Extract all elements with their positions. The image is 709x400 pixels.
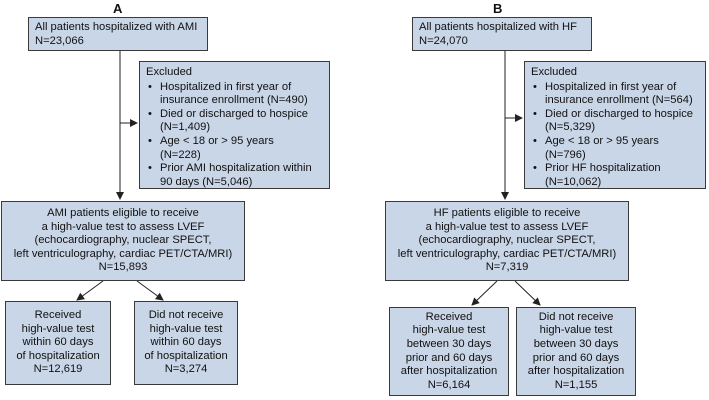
excluded-b-item: Age < 18 or > 95 years (N=796) bbox=[533, 135, 699, 162]
received-a-box: Received high-value test within 60 days … bbox=[5, 301, 111, 385]
eligible-b-box: HF patients eligible to receive a high-v… bbox=[385, 201, 629, 281]
all-ami-patients-count: N=23,066 bbox=[35, 34, 84, 47]
all-ami-patients-label: All patients hospitalized with AMI bbox=[35, 21, 198, 33]
panel-label-b: B bbox=[493, 1, 503, 16]
all-hf-patients-count: N=24,070 bbox=[419, 34, 468, 47]
arrow-b-not-received bbox=[514, 280, 541, 306]
excluded-a-item: Age < 18 or > 95 years (N=228) bbox=[148, 135, 323, 162]
excluded-b-item: Prior HF hospitalization (N=10,062) bbox=[533, 162, 699, 189]
excluded-a-item: Prior AMI hospitalization within 90 days… bbox=[148, 162, 323, 189]
excluded-a-list: Hospitalized in first year of insurance … bbox=[146, 81, 323, 190]
excluded-b-heading: Excluded bbox=[531, 66, 578, 78]
excluded-b-box: Excluded Hospitalized in first year of i… bbox=[524, 61, 706, 189]
not-received-a-box: Did not receive high-value test within 6… bbox=[134, 301, 238, 385]
arrow-a-not-received bbox=[136, 280, 164, 301]
excluded-a-item: Hospitalized in first year of insurance … bbox=[148, 81, 323, 108]
eligible-a-box: AMI patients eligible to receive a high-… bbox=[1, 201, 245, 281]
excluded-b-item: Died or discharged to hospice (N=5,329) bbox=[533, 108, 699, 135]
excluded-b-list: Hospitalized in first year of insurance … bbox=[531, 81, 699, 190]
excluded-a-heading: Excluded bbox=[146, 66, 193, 78]
excluded-a-item: Died or discharged to hospice (N=1,409) bbox=[148, 108, 323, 135]
not-received-b-box: Did not receive high-value test between … bbox=[516, 307, 636, 396]
excluded-a-box: Excluded Hospitalized in first year of i… bbox=[139, 61, 330, 189]
arrow-b-received bbox=[471, 280, 498, 306]
received-b-box: Received high-value test between 30 days… bbox=[389, 307, 509, 396]
panel-label-a: A bbox=[113, 1, 123, 16]
excluded-b-item: Hospitalized in first year of insurance … bbox=[533, 81, 699, 108]
all-ami-patients-box: All patients hospitalized with AMI N=23,… bbox=[28, 17, 208, 51]
all-hf-patients-box: All patients hospitalized with HF N=24,0… bbox=[412, 17, 592, 51]
arrow-a-received bbox=[76, 280, 104, 301]
all-hf-patients-label: All patients hospitalized with HF bbox=[419, 21, 577, 33]
